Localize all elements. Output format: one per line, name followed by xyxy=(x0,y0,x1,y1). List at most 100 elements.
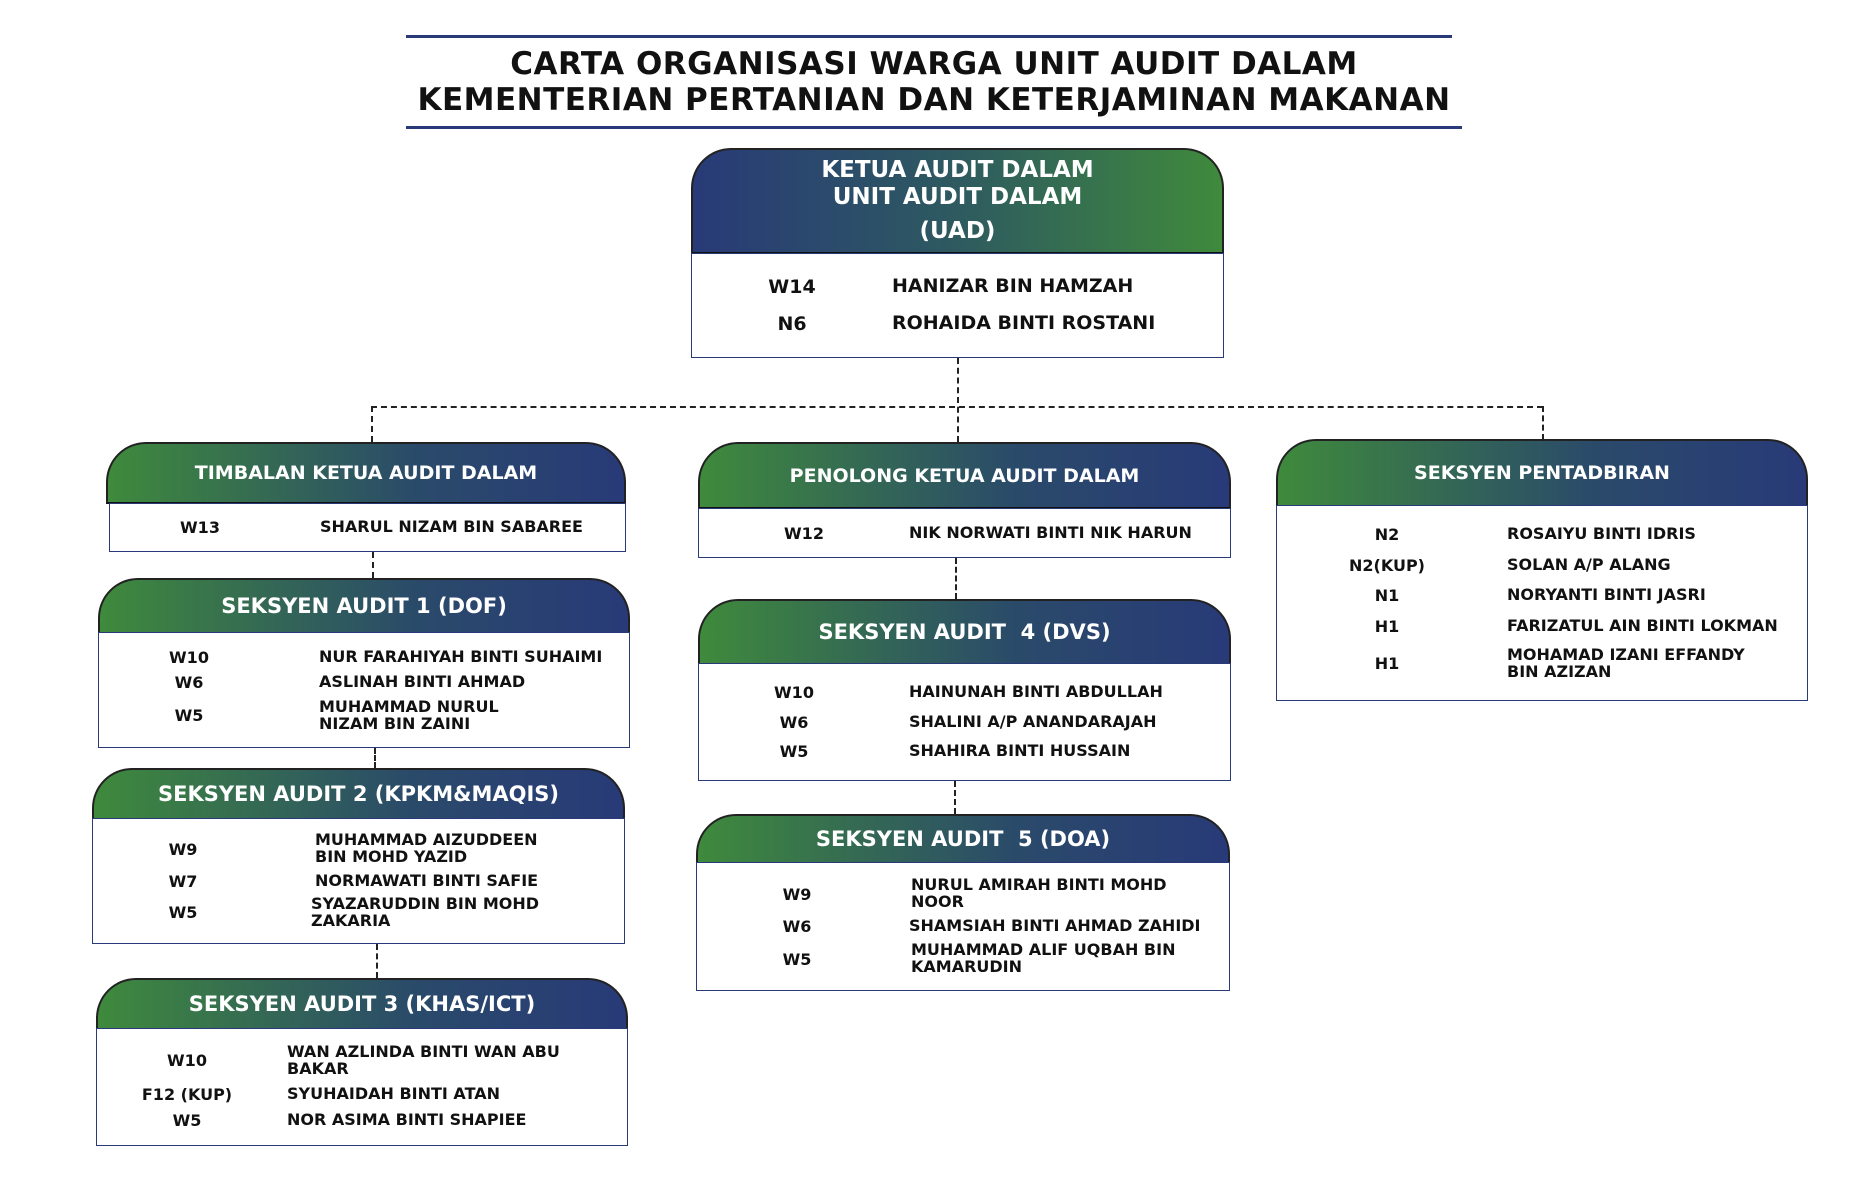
grade: W5 xyxy=(174,706,204,726)
connector xyxy=(376,944,378,978)
audit1-header: SEKSYEN AUDIT 1 (DOF) xyxy=(98,578,630,634)
pentadbiran-body: N2 ROSAIYU BINTI IDRIS N2(KUP) SOLAN A/P A… xyxy=(1276,505,1808,701)
list-item: W13 SHARUL NIZAM BIN SABAREE xyxy=(110,518,625,537)
name: NURUL AMIRAH BINTI MOHD NOOR xyxy=(911,875,1167,911)
list-item: W5 MUHAMMAD ALIF UQBAH BIN KAMARUDIN xyxy=(697,940,1229,976)
ketua-header: KETUA AUDIT DALAM UNIT AUDIT DALAM (UAD) xyxy=(691,148,1224,254)
name: ROHAIDA BINTI ROSTANI xyxy=(892,311,1156,334)
list-item: W5 SHAHIRA BINTI HUSSAIN xyxy=(699,742,1230,761)
chart-title-line2: KEMENTERIAN PERTANIAN DAN KETERJAMINAN M… xyxy=(417,82,1451,118)
list-item: W5 NOR ASIMA BINTI SHAPIEE xyxy=(97,1111,627,1130)
audit5-body: W9 NURUL AMIRAH BINTI MOHD NOOR W6 SHAMSIA… xyxy=(696,862,1230,991)
name: NORYANTI BINTI JASRI xyxy=(1507,585,1706,605)
connector xyxy=(955,558,957,599)
list-item: W9 MUHAMMAD AIZUDDEEN BIN MOHD YAZID xyxy=(93,832,624,866)
grade: W5 xyxy=(172,1110,202,1130)
pentadbiran-box: SEKSYEN PENTADBIRAN N2 ROSAIYU BINTI IDRI… xyxy=(1276,439,1808,701)
grade: N2(KUP) xyxy=(1349,555,1425,575)
grade: W5 xyxy=(782,949,812,969)
list-item: F12 (KUP) SYUHAIDAH BINTI ATAN xyxy=(97,1085,627,1104)
name: SHARUL NIZAM BIN SABAREE xyxy=(320,517,583,537)
list-item: H1 FARIZATUL AIN BINTI LOKMAN xyxy=(1277,617,1807,636)
audit3-header: SEKSYEN AUDIT 3 (KHAS/ICT) xyxy=(96,978,628,1030)
grade: W13 xyxy=(180,518,220,537)
name: NOR ASIMA BINTI SHAPIEE xyxy=(287,1109,527,1129)
grade: W5 xyxy=(779,742,809,762)
grade: W6 xyxy=(779,712,809,732)
ketua-title-line3: (UAD) xyxy=(919,217,996,244)
grade: W9 xyxy=(782,884,812,904)
grade: H1 xyxy=(1374,616,1400,636)
name: SYAZARUDDIN BIN MOHD ZAKARIA xyxy=(311,893,540,930)
timbalan-body: W13 SHARUL NIZAM BIN SABAREE xyxy=(109,503,626,552)
connector xyxy=(374,748,376,768)
name: SOLAN A/P ALANG xyxy=(1507,554,1671,574)
name: SHALINI A/P ANANDARAJAH xyxy=(909,711,1157,731)
name: SYUHAIDAH BINTI ATAN xyxy=(287,1083,501,1103)
title-rule-bottom xyxy=(406,126,1462,129)
pentadbiran-header: SEKSYEN PENTADBIRAN xyxy=(1276,439,1808,507)
timbalan-header: TIMBALAN KETUA AUDIT DALAM xyxy=(106,442,626,504)
grade: W6 xyxy=(782,917,812,936)
connector xyxy=(1542,406,1544,440)
name: MOHAMAD IZANI EFFANDY BIN AZIZAN xyxy=(1507,644,1745,681)
ketua-title-line1: KETUA AUDIT DALAM xyxy=(821,156,1094,183)
audit5-box: SEKSYEN AUDIT 5 (DOA) W9 NURUL AMIRAH BIN… xyxy=(696,814,1230,991)
grade: W10 xyxy=(169,647,209,667)
grade: N6 xyxy=(777,312,807,335)
name: MUHAMMAD NURUL NIZAM BIN ZAINI xyxy=(319,696,499,733)
name: ROSAIYU BINTI IDRIS xyxy=(1507,524,1696,544)
connector xyxy=(371,406,373,442)
grade: W6 xyxy=(174,673,204,693)
list-item: W9 NURUL AMIRAH BINTI MOHD NOOR xyxy=(697,875,1229,911)
name: ASLINAH BINTI AHMAD xyxy=(319,672,526,692)
grade: W7 xyxy=(168,871,198,891)
title-rule-top xyxy=(406,35,1452,38)
name: MUHAMMAD ALIF UQBAH BIN KAMARUDIN xyxy=(911,940,1176,976)
name: MUHAMMAD AIZUDDEEN BIN MOHD YAZID xyxy=(315,830,538,867)
connector xyxy=(372,552,374,578)
name: HANIZAR BIN HAMZAH xyxy=(892,275,1134,298)
name: SHAHIRA BINTI HUSSAIN xyxy=(909,741,1131,761)
list-item: W6 SHALINI A/P ANANDARAJAH xyxy=(699,713,1230,732)
grade: H1 xyxy=(1374,654,1400,674)
grade: N1 xyxy=(1374,586,1400,606)
audit4-header: SEKSYEN AUDIT 4 (DVS) xyxy=(698,599,1231,665)
chart-title-line1: CARTA ORGANISASI WARGA UNIT AUDIT DALAM xyxy=(510,46,1358,82)
timbalan-box: TIMBALAN KETUA AUDIT DALAM W13 SHARUL NIZ… xyxy=(106,442,626,552)
grade: W9 xyxy=(168,839,198,859)
audit5-header: SEKSYEN AUDIT 5 (DOA) xyxy=(696,814,1230,864)
list-item: W5 MUHAMMAD NURUL NIZAM BIN ZAINI xyxy=(99,696,629,733)
connector xyxy=(371,406,1543,408)
grade: N2 xyxy=(1374,525,1400,545)
grade: W10 xyxy=(774,682,814,702)
grade: W10 xyxy=(167,1051,207,1071)
list-item: H1 MOHAMAD IZANI EFFANDY BIN AZIZAN xyxy=(1277,644,1807,681)
list-item: N2 ROSAIYU BINTI IDRIS xyxy=(1277,525,1807,544)
list-item: W6 SHAMSIAH BINTI AHMAD ZAHIDI xyxy=(697,917,1229,936)
list-item: W6 ASLINAH BINTI AHMAD xyxy=(99,673,629,692)
grade: F12 (KUP) xyxy=(141,1084,233,1104)
name: SHAMSIAH BINTI AHMAD ZAHIDI xyxy=(909,916,1201,936)
list-item: N2(KUP) SOLAN A/P ALANG xyxy=(1277,556,1807,575)
name: FARIZATUL AIN BINTI LOKMAN xyxy=(1507,615,1778,635)
penolong-header: PENOLONG KETUA AUDIT DALAM xyxy=(698,442,1231,509)
